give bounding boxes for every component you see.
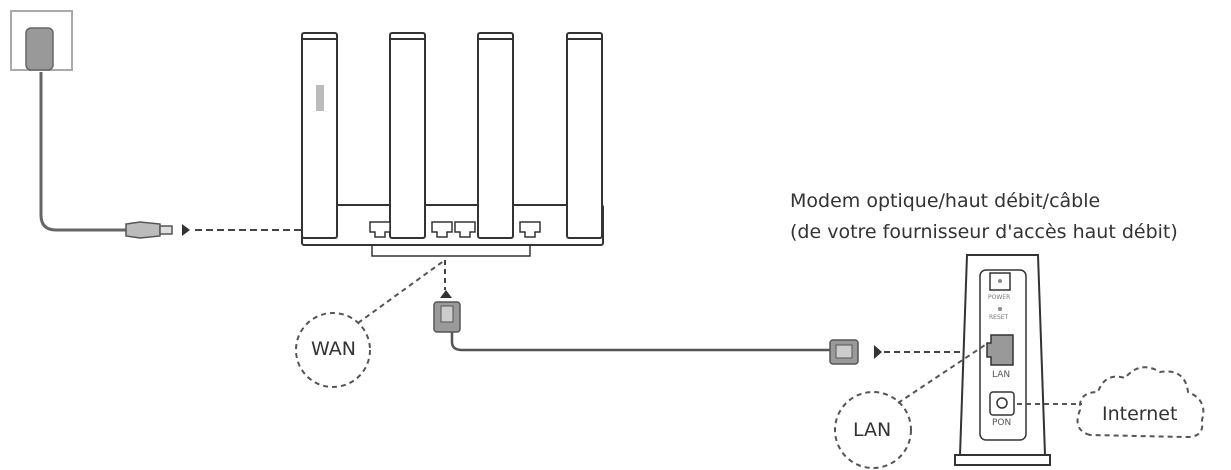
ethernet-cable [450,332,832,352]
lan-callout-circle [834,391,912,469]
modem-caption-line1: Modem optique/haut débit/câble [790,190,1101,212]
modem-icon [954,254,1051,466]
modem-caption-line2: (de votre fournisseur d'accès haut débit… [790,221,1178,243]
modem-lan-label: LAN [992,370,1011,380]
wall-socket-icon [10,10,73,71]
wan-label: WAN [311,338,356,360]
wan-callout-circle [295,312,371,388]
internet-label: Internet [1102,403,1178,425]
lan-label: LAN [853,419,892,441]
modem-reset-label: RESET [989,314,1009,321]
ethernet-plug-wan-icon [433,301,461,333]
power-plug-icon [125,221,190,239]
modem-pon-label: PON [992,418,1012,428]
router-icon [301,32,604,257]
power-cable [39,72,128,232]
ethernet-plug-lan-icon [829,339,859,365]
internet-cloud-icon [1076,366,1205,439]
modem-power-label: POWER [988,294,1011,301]
